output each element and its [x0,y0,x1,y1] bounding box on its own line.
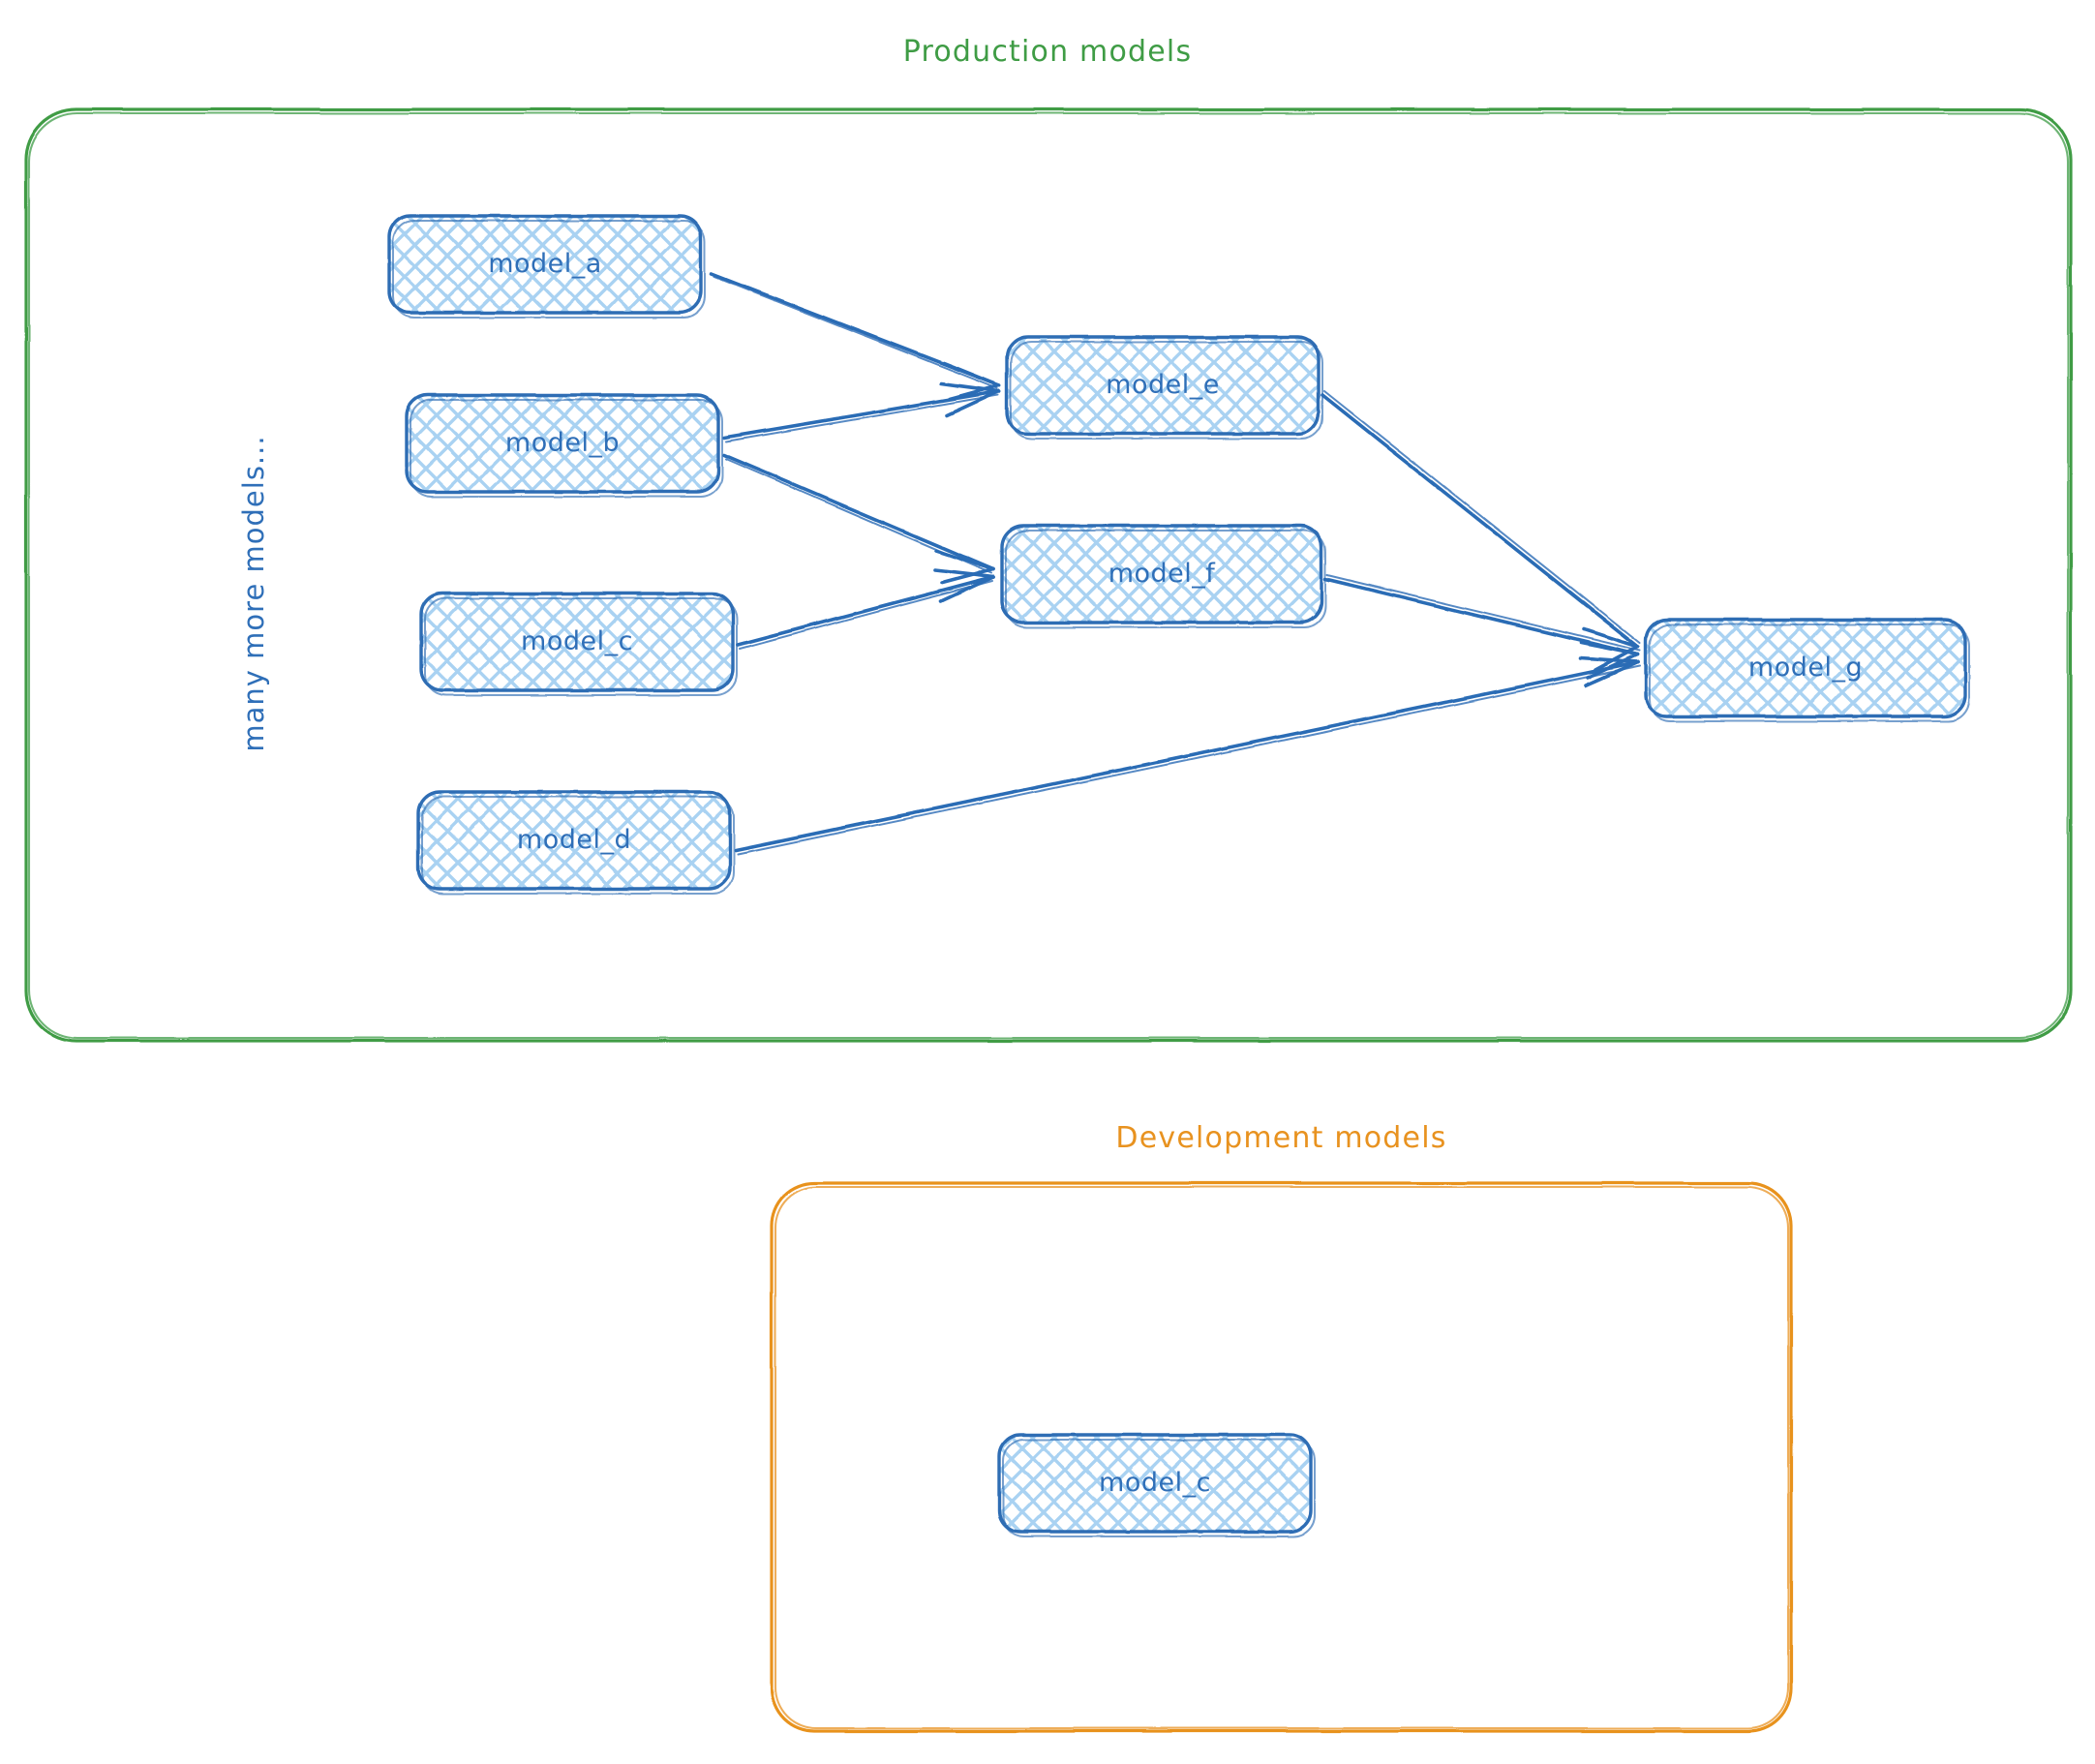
edge-model-f-to-model-g [1323,574,1641,680]
node-model-c-production[interactable] [419,592,738,696]
node-label-model-d: model_d [516,825,632,855]
many-more-models-label: many more models... [237,435,270,752]
node-model-a[interactable] [387,214,706,319]
edge-model-e-to-model-g [1321,390,1641,672]
node-label-model-b: model_b [504,428,621,458]
node-label-model-c-production: model_c [521,626,633,656]
node-model-e[interactable] [1005,335,1323,440]
node-model-f[interactable] [1000,524,1326,628]
node-label-model-a: model_a [488,249,602,279]
edge-model-a-to-model-e [710,272,1001,401]
production-group-border [24,107,2073,1043]
node-model-c-development[interactable] [997,1433,1316,1537]
node-label-model-g: model_g [1747,653,1864,683]
edge-model-b-to-model-e [722,381,1001,442]
development-group-title: Development models [1115,1121,1447,1155]
node-model-b[interactable] [405,393,723,498]
edge-model-b-to-model-f [722,453,995,585]
node-label-model-c-development: model_c [1099,1468,1211,1498]
node-model-g[interactable] [1644,618,1970,722]
node-layer [387,214,1970,1537]
development-group-border [770,1181,1793,1733]
edge-model-d-to-model-g [734,656,1641,855]
node-label-model-f: model_f [1108,559,1216,589]
production-group-title: Production models [902,35,1193,69]
node-model-d[interactable] [416,790,735,895]
edge-model-c-to-model-f [736,568,995,650]
node-label-model-e: model_e [1106,370,1220,400]
edge-layer [710,272,1641,855]
